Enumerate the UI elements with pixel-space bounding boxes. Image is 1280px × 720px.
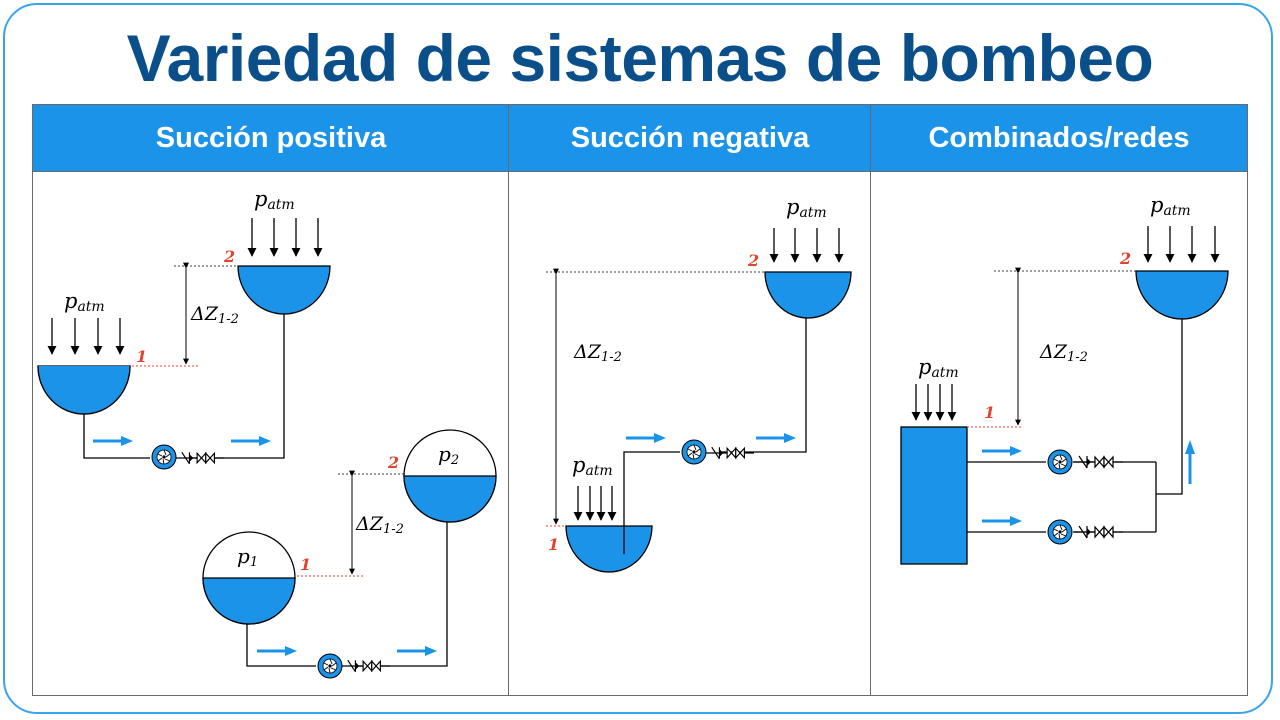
- point-2-label: 2: [223, 247, 235, 266]
- point-1-label: 1: [300, 555, 311, 574]
- column-divider: [508, 105, 509, 695]
- positive-suction-open-system: patm patm 1 2 ΔZ1-2: [37, 187, 331, 470]
- header-combined-networks: Combinados/redes: [871, 105, 1247, 172]
- flow-arrow-icon: [230, 435, 272, 447]
- p1-label: p1: [237, 544, 258, 570]
- patm-label: patm: [918, 355, 959, 381]
- negative-suction-system: patm patm 1 2 ΔZ1-2: [546, 195, 852, 573]
- delta-z-label: ΔZ1-2: [573, 341, 622, 365]
- flow-arrow-icon: [92, 435, 134, 447]
- patm-label: patm: [1150, 193, 1191, 219]
- pump-icon: [151, 444, 177, 470]
- flow-arrow-icon: [396, 645, 438, 657]
- combined-network-system: patm patm 1 2 ΔZ1-2: [900, 193, 1229, 565]
- delta-z-label: ΔZ1-2: [1039, 341, 1088, 365]
- header-positive-suction: Succión positiva: [33, 105, 509, 172]
- atm-pressure-arrows: [911, 384, 957, 421]
- atm-pressure-arrows: [247, 218, 323, 257]
- positive-suction-closed-system: p1 p2 1 2 ΔZ1-2: [202, 429, 497, 679]
- atm-pressure-arrows: [1143, 226, 1220, 263]
- valve-icon: [1072, 525, 1124, 539]
- systems-table: Succión positiva Succión negativa Combin…: [32, 104, 1248, 696]
- flow-arrow-icon: [756, 432, 796, 444]
- pump-icon: [1047, 449, 1073, 475]
- point-1-label: 1: [548, 535, 559, 554]
- atm-pressure-arrows: [769, 228, 844, 263]
- flow-arrow-icon: [256, 645, 298, 657]
- upper-tank-2: [764, 271, 852, 319]
- header-negative-suction: Succión negativa: [509, 105, 871, 172]
- flow-arrow-icon: [1185, 440, 1195, 484]
- atm-pressure-arrows: [573, 486, 617, 521]
- outer-frame: [3, 3, 1273, 714]
- page-title: Variedad de sistemas de bombeo: [126, 21, 1154, 95]
- patm-label: patm: [786, 195, 827, 221]
- upper-tank-2: [1135, 270, 1229, 320]
- delta-z-label: ΔZ1-2: [190, 303, 239, 327]
- lower-tank-1: [565, 525, 653, 573]
- atm-pressure-arrows: [47, 318, 125, 355]
- point-2-label: 2: [1119, 249, 1131, 268]
- flow-arrow-icon: [982, 445, 1022, 457]
- point-1-label: 1: [136, 347, 147, 366]
- pump-icon: [1047, 519, 1073, 545]
- flow-arrow-icon: [982, 515, 1022, 527]
- patm-label: patm: [254, 187, 295, 213]
- point-2-label: 2: [747, 251, 759, 270]
- upper-tank-2: [237, 265, 331, 315]
- point-2-label: 2: [387, 453, 399, 472]
- valve-icon: [1072, 455, 1124, 469]
- valve-icon: [342, 659, 390, 673]
- flow-arrow-icon: [626, 432, 666, 444]
- pump-icon: [681, 439, 707, 465]
- column-divider: [870, 105, 871, 695]
- delta-z-label: ΔZ1-2: [355, 513, 404, 537]
- p2-label: p2: [438, 442, 459, 468]
- valve-icon: [706, 446, 754, 460]
- patm-label: patm: [572, 453, 613, 479]
- reservoir-1: [900, 426, 968, 565]
- patm-label: patm: [64, 289, 105, 315]
- point-1-label: 1: [984, 403, 995, 422]
- pump-icon: [317, 653, 343, 679]
- valve-icon: [176, 451, 224, 465]
